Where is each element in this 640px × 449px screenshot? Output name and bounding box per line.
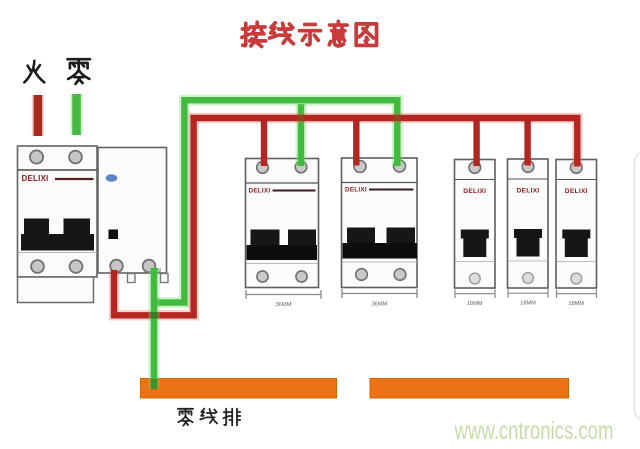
svg-text:18MM: 18MM <box>467 301 483 307</box>
svg-text:DELIXI: DELIXI <box>249 188 271 195</box>
svg-text:18MM: 18MM <box>520 301 536 307</box>
svg-text:www.cntronics.com: www.cntronics.com <box>454 417 614 445</box>
svg-text:DELIXI: DELIXI <box>345 187 367 194</box>
svg-text:36MM: 36MM <box>275 302 291 308</box>
svg-text:DELIXI: DELIXI <box>463 188 486 195</box>
svg-text:DELIXI: DELIXI <box>565 188 588 195</box>
svg-text:DELIXI: DELIXI <box>516 188 539 195</box>
svg-text:18MM: 18MM <box>569 301 585 307</box>
svg-text:DELIXI: DELIXI <box>22 174 49 183</box>
svg-text:36MM: 36MM <box>371 302 387 308</box>
